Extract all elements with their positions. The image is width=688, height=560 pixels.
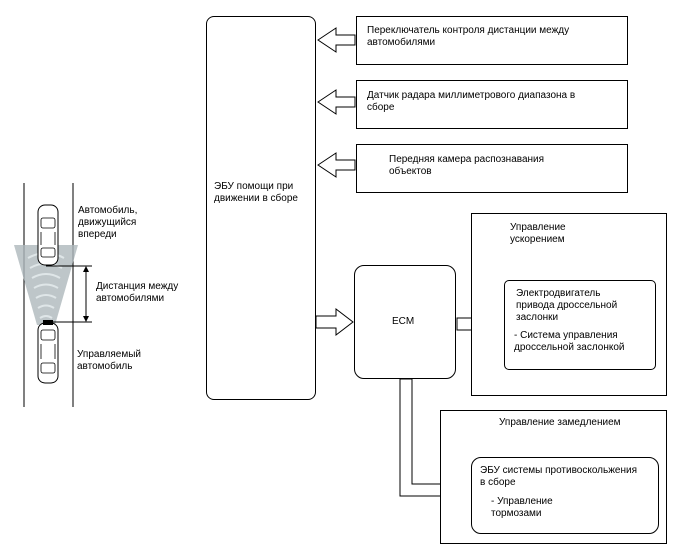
distance-switch-label: Переключатель контроля дистанции между а… <box>367 25 570 48</box>
throttle-motor-label: Электродвигатель привода дроссельной зас… <box>516 288 618 323</box>
distance-arrow <box>83 266 89 322</box>
lead-vehicle-label: Автомобиль, движущийся впереди <box>78 205 138 240</box>
collision-ecu-label: ЭБУ системы противоскольжения в сборе <box>480 465 638 488</box>
distance-label: Дистанция между автомобилями <box>96 281 179 304</box>
ecu-assist-block: ЭБУ помощи при движении в сборе <box>206 16 316 400</box>
throttle-system-label: - Система управления дроссельной заслонк… <box>514 330 625 353</box>
own-vehicle-icon <box>37 320 59 384</box>
arrow-ecu-to-ecm <box>315 307 354 337</box>
accel-group-title: Управление ускорением <box>510 222 566 245</box>
arrow-switch-to-ecu <box>317 27 356 53</box>
collision-ecu-block: ЭБУ системы противоскольжения в сборе - … <box>471 457 659 534</box>
own-vehicle-label: Управляемый автомобиль <box>77 349 141 372</box>
front-camera-label: Передняя камера распознавания объектов <box>389 154 545 177</box>
radar-sensor-label: Датчик радара миллиметрового диапазона в… <box>367 90 576 113</box>
throttle-motor-block: Электродвигатель привода дроссельной зас… <box>504 280 656 370</box>
ecm-label: ECM <box>392 316 415 327</box>
arrow-camera-to-ecu <box>317 152 356 178</box>
ecm-block: ECM <box>354 265 456 379</box>
distance-switch-block: Переключатель контроля дистанции между а… <box>356 16 628 65</box>
lead-vehicle-icon <box>37 204 59 266</box>
radar-sensor-block: Датчик радара миллиметрового диапазона в… <box>356 80 628 129</box>
front-camera-block: Передняя камера распознавания объектов <box>356 144 628 193</box>
arrow-radar-to-ecu <box>317 89 356 115</box>
decel-group-title: Управление замедлением <box>499 417 621 428</box>
ecu-assist-label: ЭБУ помощи при движении в сборе <box>214 181 298 204</box>
brake-control-label: - Управление тормозами <box>491 496 553 519</box>
